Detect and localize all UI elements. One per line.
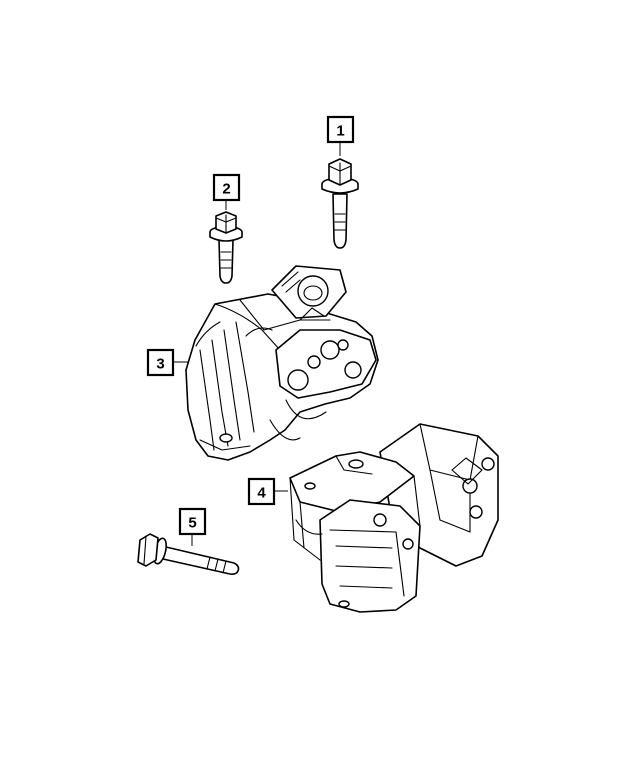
callout-2-label: 2 — [222, 181, 230, 198]
bolt-part-2[interactable] — [209, 211, 243, 284]
callout-4-label: 4 — [257, 485, 266, 502]
bolt-part-5[interactable] — [137, 533, 240, 575]
callout-1[interactable]: 1 — [326, 115, 355, 144]
callout-5[interactable]: 5 — [178, 507, 207, 536]
callout-1-label: 1 — [336, 123, 344, 140]
callout-3-label: 3 — [156, 356, 164, 373]
callout-2[interactable]: 2 — [212, 173, 241, 202]
callout-3[interactable]: 3 — [146, 348, 175, 377]
engine-mount-part-3[interactable] — [185, 265, 379, 461]
callout-4[interactable]: 4 — [247, 477, 276, 506]
callout-5-label: 5 — [188, 515, 196, 532]
bracket-part-4[interactable] — [289, 423, 499, 613]
bolt-part-1[interactable] — [321, 158, 359, 249]
